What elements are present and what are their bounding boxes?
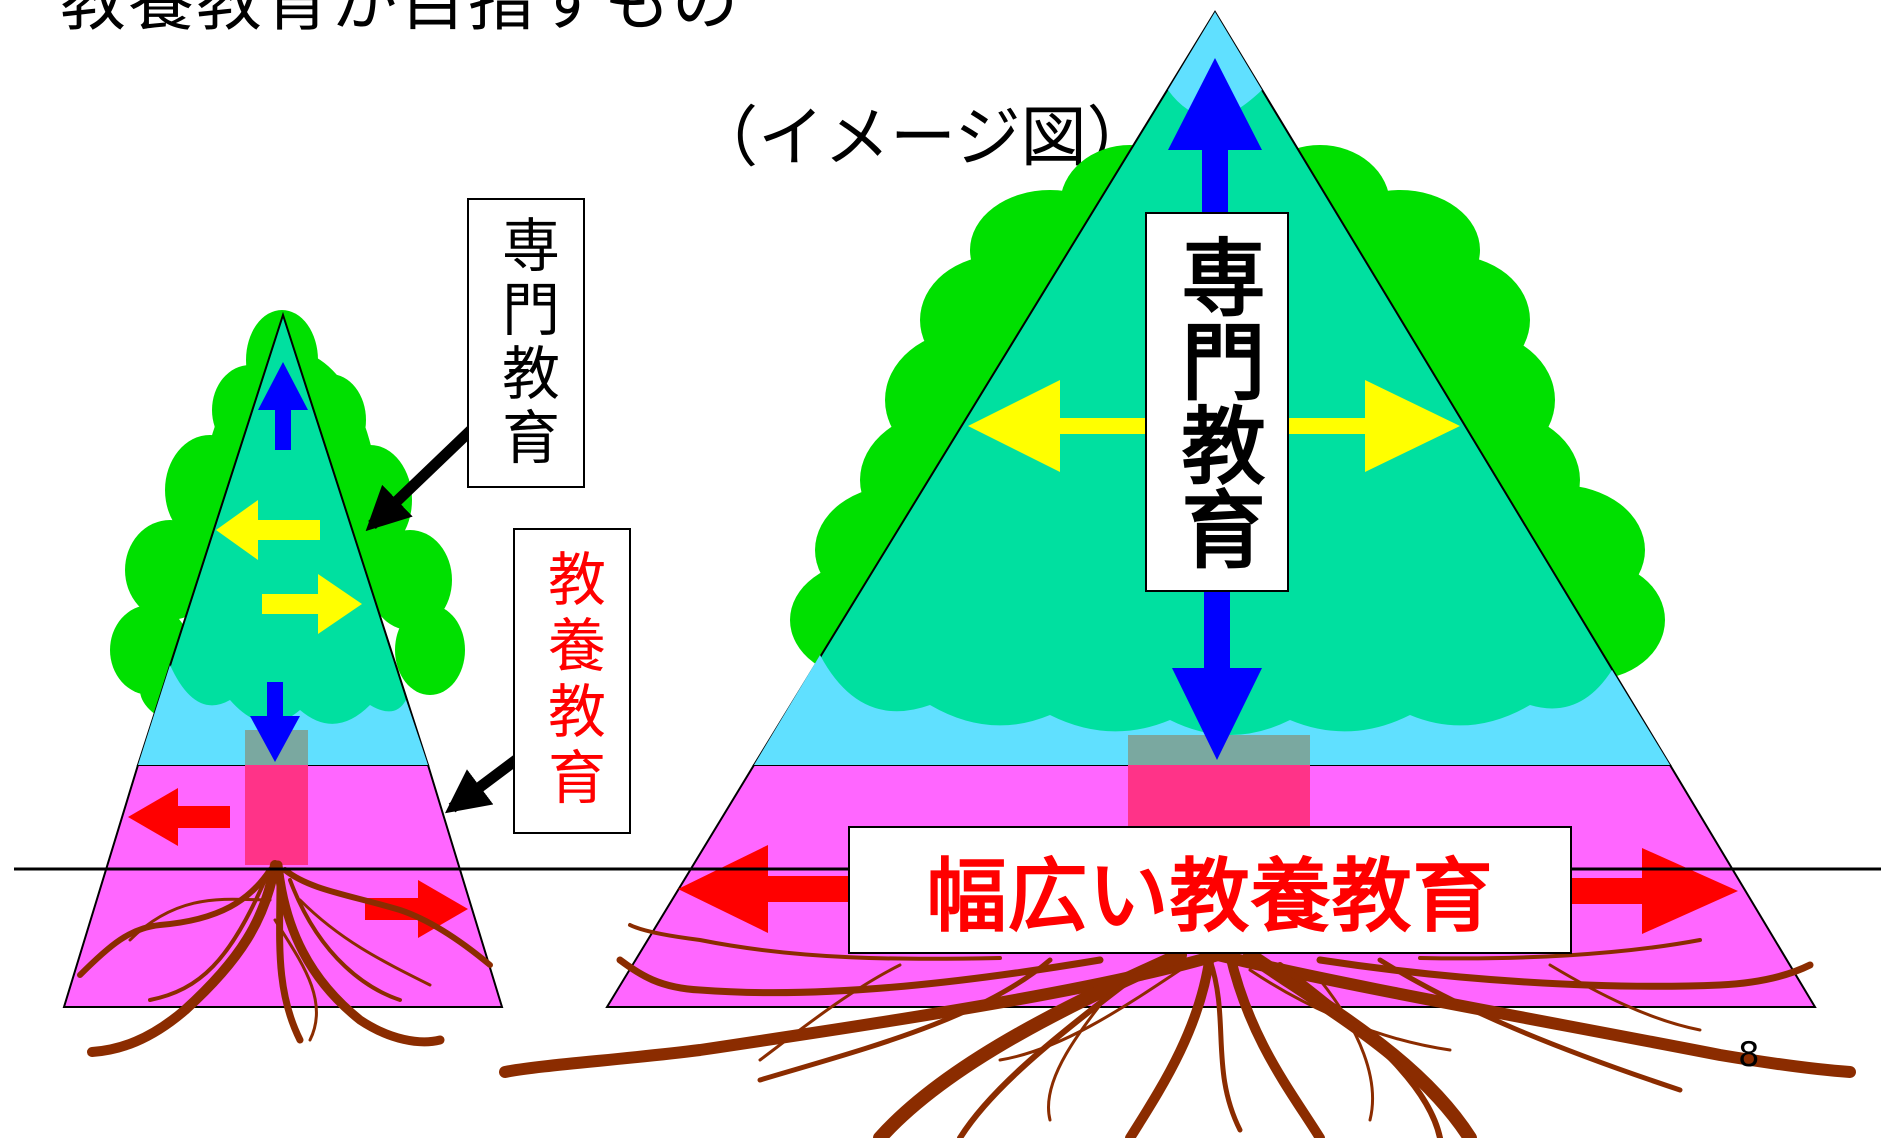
small-arrow-down (250, 682, 300, 762)
big-sky-band (754, 655, 1670, 765)
big-trunk-lower (1128, 765, 1310, 827)
small-tree (62, 310, 504, 1057)
big-arrow-left-red (678, 845, 850, 933)
small-arrow-up (258, 362, 308, 450)
label-small-senmon: 専門教育 (492, 215, 560, 471)
label-big-senmon: 専門教育 (1168, 234, 1266, 570)
small-arrow-left-red (128, 788, 230, 846)
small-trunk-lower (245, 765, 308, 865)
small-roots (77, 860, 493, 1057)
label-box-small-kyoyo: 教養教育 (513, 528, 631, 834)
small-arrow-left-yellow (216, 500, 320, 560)
label-box-big-kyoyo: 幅広い教養教育 (848, 826, 1572, 954)
small-arrow-right-yellow (262, 574, 362, 634)
label-big-kyoyo: 幅広い教養教育 (926, 850, 1494, 943)
small-sky-band (138, 665, 428, 765)
big-roots (499, 923, 1856, 1138)
big-arrow-up (1168, 58, 1262, 215)
label-box-small-senmon: 専門教育 (467, 198, 585, 488)
big-arrow-left-yellow (968, 380, 1147, 472)
label-small-kyoyo: 教養教育 (538, 549, 606, 813)
label-box-big-senmon: 専門教育 (1145, 212, 1289, 592)
slide-title: 教養教育が目指すもの (60, 0, 740, 40)
slide-subtitle: （イメージ図） (692, 99, 1153, 176)
big-arrow-right-yellow (1289, 380, 1460, 472)
big-arrow-down (1172, 592, 1262, 760)
page-number: 8 (1738, 1035, 1760, 1075)
